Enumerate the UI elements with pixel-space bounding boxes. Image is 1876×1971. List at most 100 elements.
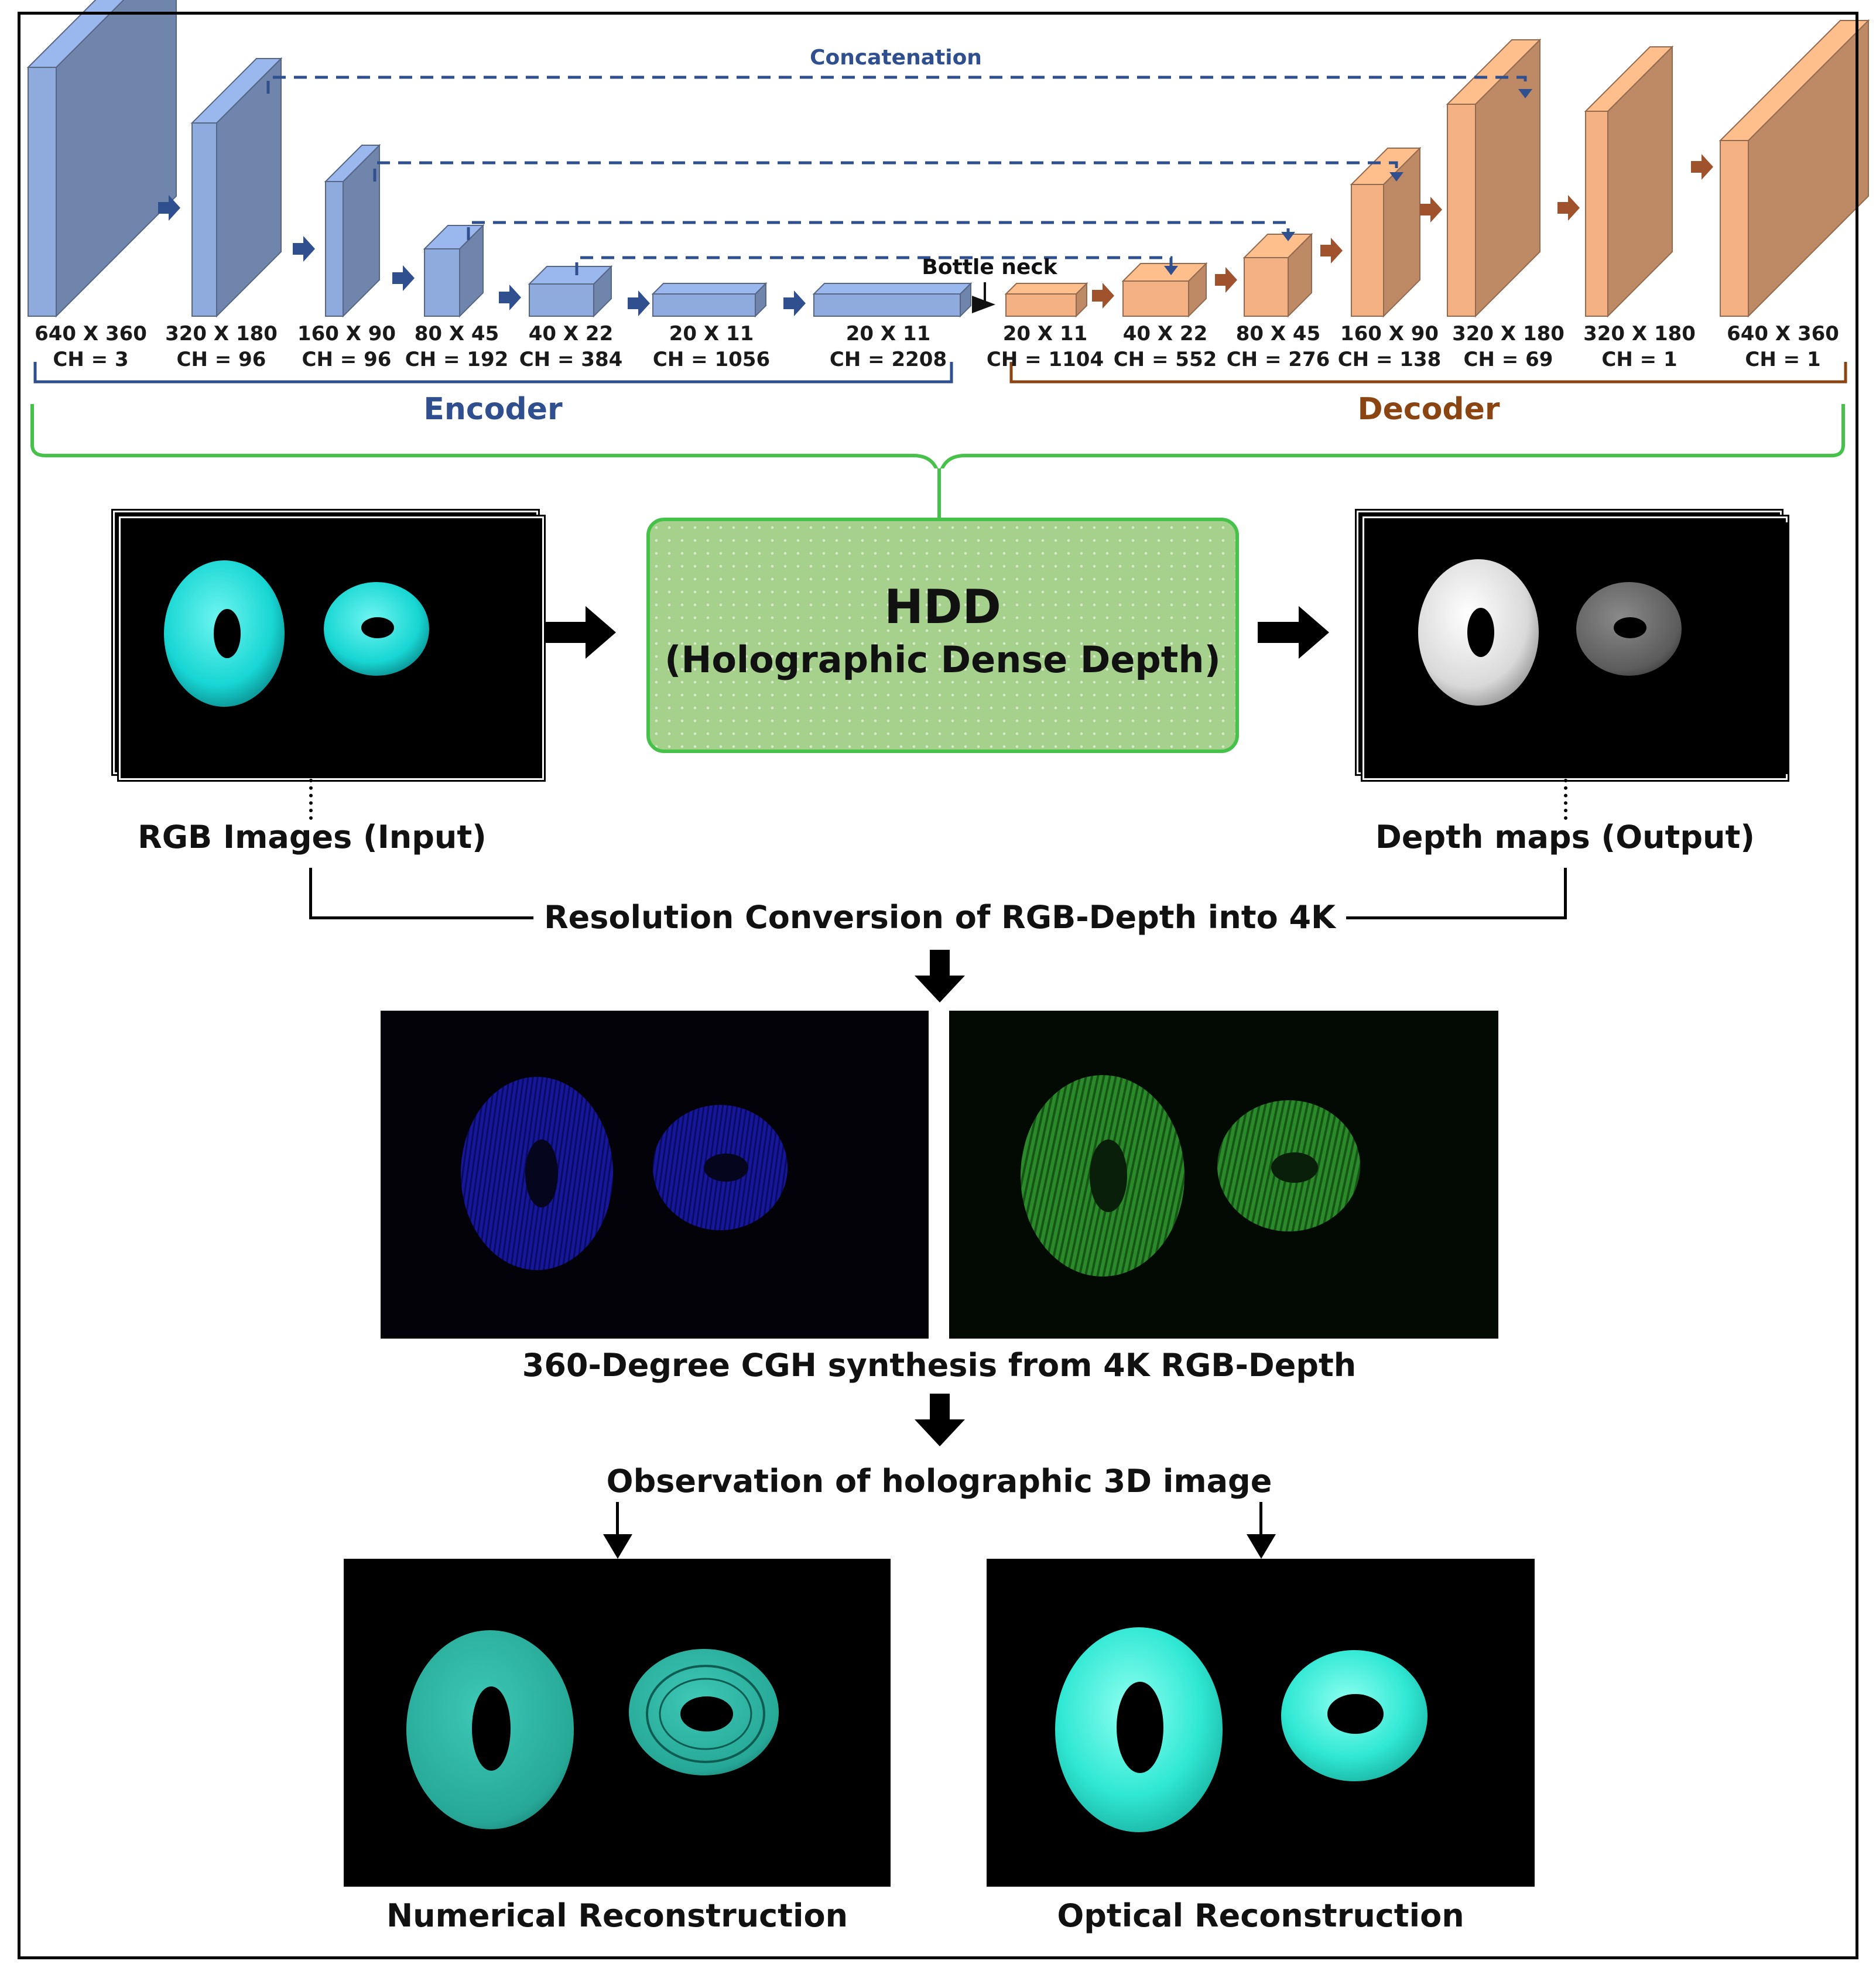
decoder-arrow-1 [1092, 283, 1114, 309]
numerical-torus-left-hole [472, 1686, 511, 1771]
encoder-block-channels-4: CH = 192 [405, 348, 509, 371]
torus-right-hole [361, 617, 394, 638]
encoder-arrow-4 [499, 285, 521, 310]
input-rgb-image [125, 522, 538, 774]
encoder-title: Encoder [423, 392, 563, 427]
decoder-block-size-2: 40 X 22 [1122, 322, 1208, 345]
skip-connection-2 [373, 161, 1398, 182]
optical-torus-right-hole [1327, 1694, 1384, 1734]
input-dotted-leader [309, 779, 313, 820]
encoder-block-channels-2: CH = 96 [176, 348, 266, 371]
decoder-arrow-5 [1557, 195, 1580, 221]
observation-line-right-vertical [1259, 1480, 1262, 1545]
decoder-block-1 [1004, 282, 1088, 318]
arrow-hdd-to-output [1258, 606, 1329, 659]
arrow-down-to-cgh [915, 950, 965, 1002]
encoder-block-3 [324, 143, 381, 318]
encoder-block-channels-3: CH = 96 [302, 348, 392, 371]
cgh-blue-hologram [381, 1011, 929, 1339]
output-depth-image [1368, 522, 1788, 774]
rgb-torus-render [164, 560, 429, 707]
decoder-block-size-4: 160 X 90 [1340, 322, 1439, 345]
decoder-arrow-2 [1215, 267, 1237, 293]
numerical-reconstruction-image [344, 1559, 891, 1887]
decoder-block-5 [1446, 38, 1542, 318]
encoder-block-4 [423, 224, 485, 318]
numerical-torus-right-ring [646, 1665, 765, 1763]
numerical-render [406, 1630, 779, 1829]
decoder-block-size-3: 80 X 45 [1235, 322, 1321, 345]
skip-arrowheads [1164, 89, 1532, 275]
decoder-block-4 [1350, 146, 1422, 318]
encoder-block-2 [190, 57, 283, 318]
network-architecture: Concatenation Bottle neck Encoder Decode… [26, 0, 1870, 468]
hdd-subtitle: (Holographic Dense Depth) [665, 638, 1221, 681]
encoder-arrow-1 [158, 195, 180, 221]
encoder-block-size-7: 20 X 11 [845, 322, 931, 345]
skip-arrowhead-2 [1389, 172, 1403, 182]
cgh-green-render [1021, 1075, 1360, 1277]
encoder-arrow-6 [783, 290, 806, 316]
encoder-bracket [33, 362, 953, 384]
network-green-bracket [30, 404, 1845, 468]
conversion-label: Resolution Conversion of RGB-Depth into … [533, 897, 1346, 938]
encoder-block-7 [812, 282, 973, 318]
torus-left-hole [214, 609, 241, 658]
bottleneck-label: Bottle neck [922, 255, 1057, 279]
decoder-block-channels-2: CH = 552 [1113, 348, 1217, 371]
concatenation-label: Concatenation [810, 46, 982, 70]
decoder-block-channels-3: CH = 276 [1226, 348, 1330, 371]
decoder-block-size-7: 640 X 360 [1727, 322, 1839, 345]
encoder-block-channels-7: CH = 2208 [829, 348, 947, 371]
skip-arrowhead-1 [1518, 89, 1532, 98]
cgh-blue-render [461, 1077, 788, 1270]
depth-torus-left-hole [1467, 608, 1494, 657]
observation-arrowhead-left [603, 1534, 632, 1559]
observation-line-left-vertical [616, 1480, 619, 1545]
decoder-block-channels-6: CH = 1 [1601, 348, 1678, 371]
decoder-block-channels-4: CH = 138 [1337, 348, 1442, 371]
encoder-arrow-3 [392, 265, 415, 291]
skip-connections [266, 76, 1527, 275]
cgh-blue-torus-right-hole [704, 1154, 748, 1182]
observation-label: Observation of holographic 3D image [595, 1461, 1283, 1502]
decoder-title: Decoder [1357, 392, 1500, 427]
encoder-block-6 [651, 282, 768, 318]
arrow-down-to-observation [915, 1394, 965, 1446]
decoder-arrow-6 [1691, 154, 1713, 180]
green-bracket-connector [937, 468, 941, 520]
skip-connection-3 [467, 221, 1290, 240]
conversion-line-left-vertical [309, 868, 312, 919]
decoder-block-size-5: 320 X 180 [1452, 322, 1565, 345]
encoder-block-channels-1: CH = 3 [53, 348, 129, 371]
encoder-arrow-5 [628, 290, 650, 316]
encoder-block-size-2: 320 X 180 [165, 322, 278, 345]
decoder-block-channels-1: CH = 1104 [986, 348, 1104, 371]
cgh-caption: 360-Degree CGH synthesis from 4K RGB-Dep… [522, 1347, 1357, 1384]
skip-arrowhead-3 [1281, 232, 1295, 241]
cgh-green-torus-left-hole [1090, 1140, 1127, 1212]
cgh-green-torus-right-hole [1271, 1152, 1318, 1183]
encoder-block-5 [528, 265, 613, 318]
numerical-caption: Numerical Reconstruction [386, 1897, 848, 1934]
decoder-block-size-1: 20 X 11 [1002, 322, 1088, 345]
arrow-input-to-hdd [545, 606, 616, 659]
encoder-block-1 [26, 0, 177, 318]
encoder-block-size-4: 80 X 45 [414, 322, 499, 345]
decoder-block-7 [1718, 19, 1870, 318]
cgh-green-hologram [949, 1011, 1498, 1339]
decoder-arrow-3 [1320, 238, 1343, 264]
cgh-blue-torus-left-hole [525, 1140, 558, 1207]
encoder-block-channels-5: CH = 384 [519, 348, 623, 371]
decoder-arrow-4 [1420, 197, 1442, 223]
output-caption: Depth maps (Output) [1375, 819, 1755, 856]
observation-arrowhead-right [1247, 1534, 1276, 1559]
skip-arrowhead-4 [1164, 266, 1178, 275]
encoder-block-size-5: 40 X 22 [528, 322, 614, 345]
optical-caption: Optical Reconstruction [1057, 1897, 1464, 1934]
encoder-block-size-3: 160 X 90 [297, 322, 396, 345]
numerical-torus-right-ring2 [659, 1678, 752, 1750]
input-caption: RGB Images (Input) [138, 819, 487, 856]
bottleneck-arrowhead [972, 296, 995, 313]
